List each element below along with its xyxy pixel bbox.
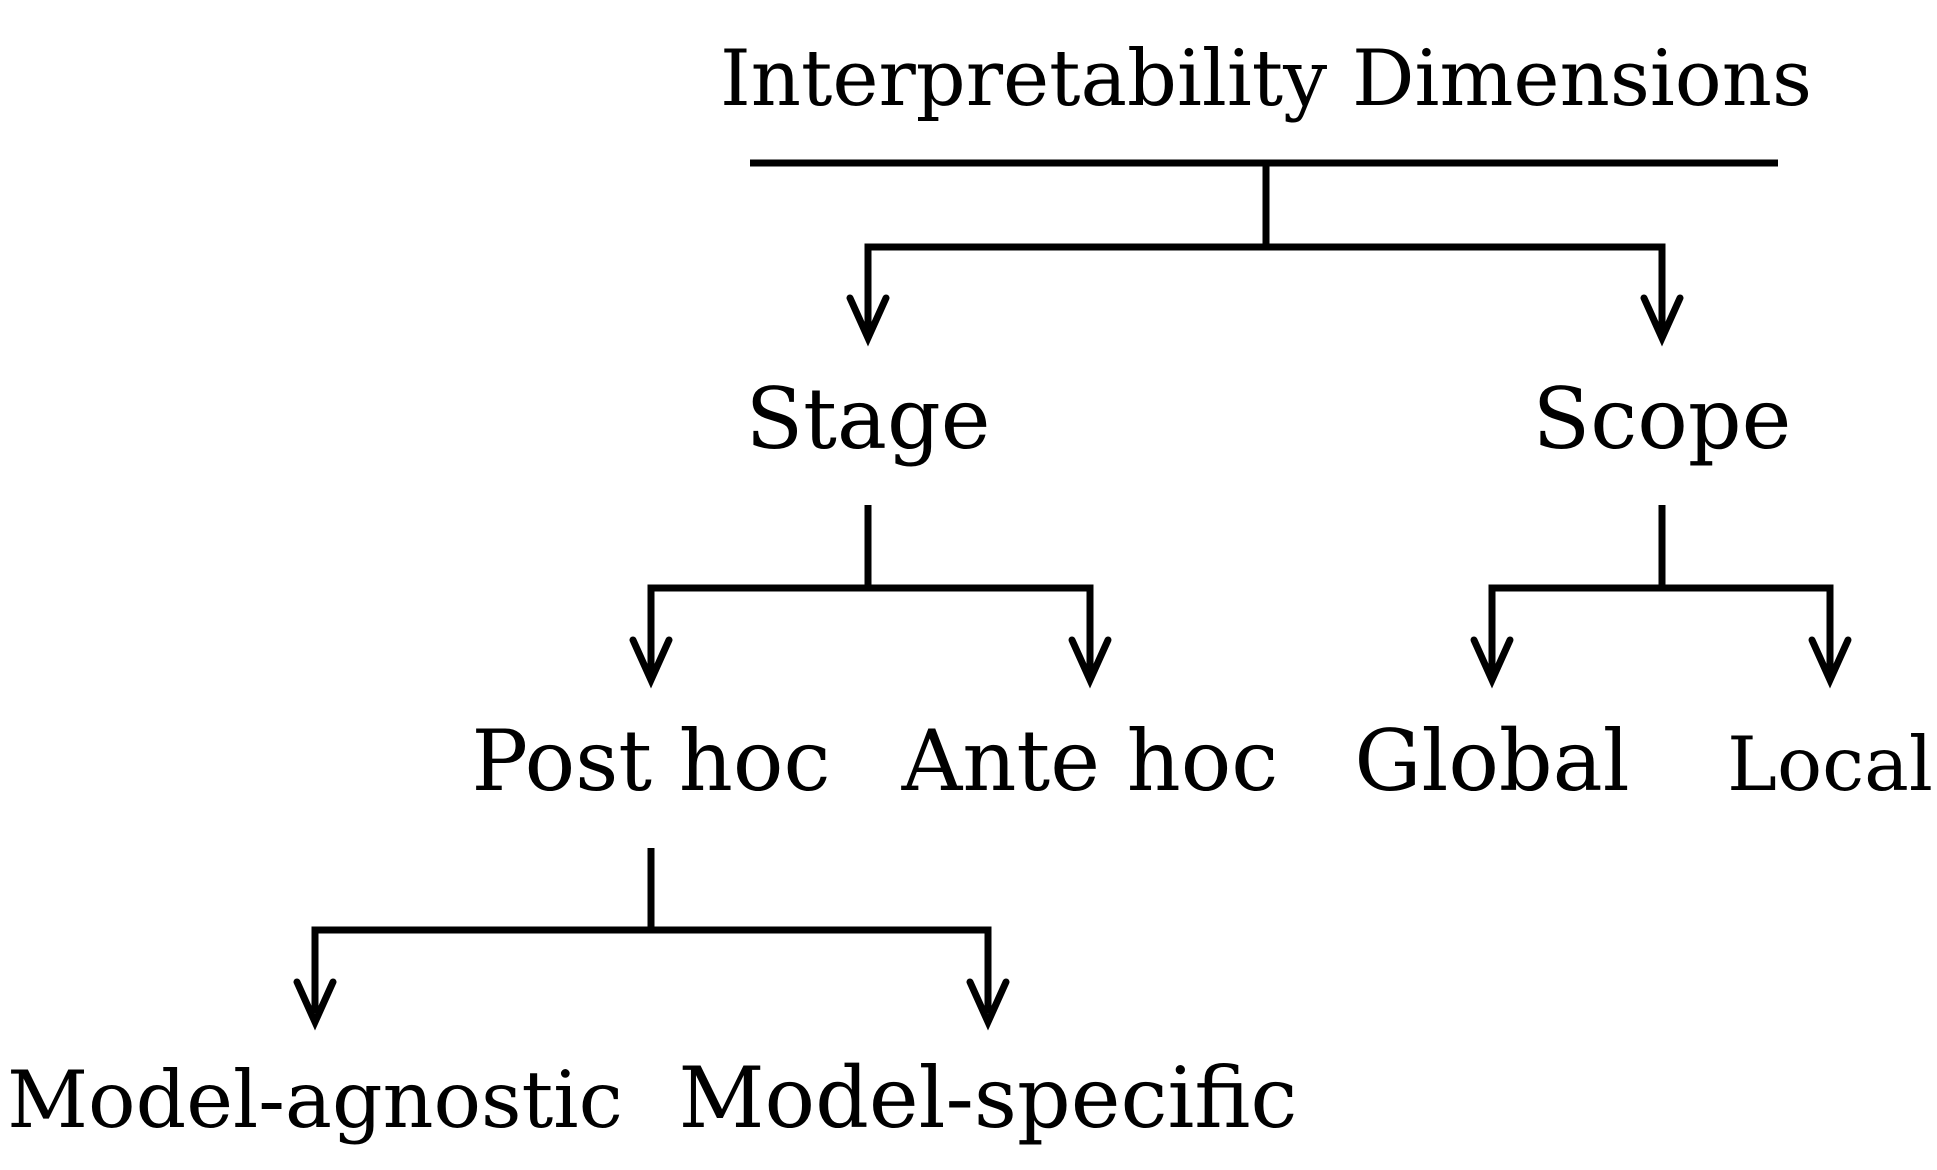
ante-hoc-node-label: Ante hoc <box>901 712 1279 810</box>
arrow-to-scope-icon <box>1640 294 1684 347</box>
root-node-label: Interpretability Dimensions <box>720 34 1812 124</box>
arrow-to-global-icon <box>1470 636 1514 689</box>
local-node-label: Local <box>1727 720 1933 808</box>
post-hoc-branch-bar <box>311 926 992 1013</box>
stage-node-label: Stage <box>746 370 991 468</box>
arrow-to-model-specific-icon <box>966 978 1010 1031</box>
arrow-to-local-icon <box>1808 636 1852 689</box>
root-branch-bar <box>864 243 1666 330</box>
post-hoc-connector <box>293 848 1010 1031</box>
post-hoc-node-label: Post hoc <box>472 712 831 810</box>
scope-branch-bar <box>1488 584 1834 672</box>
arrow-to-post-hoc-icon <box>629 636 673 689</box>
arrow-to-stage-icon <box>846 294 890 347</box>
scope-connector <box>1470 505 1852 689</box>
global-node-label: Global <box>1354 712 1629 810</box>
model-agnostic-node-label: Model-agnostic <box>7 1054 623 1146</box>
stage-branch-bar <box>647 584 1094 672</box>
scope-node-label: Scope <box>1533 370 1792 468</box>
stage-connector <box>629 505 1112 689</box>
model-specific-node-label: Model-specific <box>679 1049 1298 1147</box>
arrow-to-ante-hoc-icon <box>1068 636 1112 689</box>
arrow-to-model-agnostic-icon <box>293 978 337 1031</box>
root-connector <box>846 163 1684 347</box>
